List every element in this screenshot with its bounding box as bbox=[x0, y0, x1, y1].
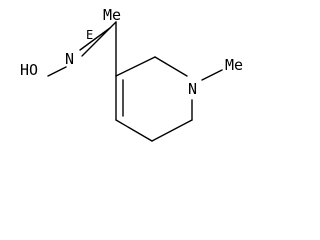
bond-ch2-top-to-c3 bbox=[115, 56, 156, 77]
bond-oxime-c-to-n-inner bbox=[79, 27, 111, 51]
chemical-structure: HO N N Me Me E bbox=[20, 6, 243, 142]
ring-nitrogen-label: N bbox=[188, 80, 197, 98]
bond-ring-n-to-ch2-top bbox=[154, 56, 188, 77]
bond-c4-to-c5 bbox=[115, 119, 153, 142]
c-methyl-label: Me bbox=[103, 6, 121, 24]
e-stereo-descriptor: E bbox=[86, 28, 93, 42]
bond-c5-to-c6 bbox=[151, 119, 193, 142]
n-methyl-label: Me bbox=[225, 56, 243, 74]
bond-n-to-o bbox=[47, 66, 67, 77]
oxime-nitrogen-label: N bbox=[65, 50, 74, 68]
hydroxyl-label: HO bbox=[20, 61, 38, 79]
bond-ring-n-to-methyl bbox=[201, 69, 223, 81]
